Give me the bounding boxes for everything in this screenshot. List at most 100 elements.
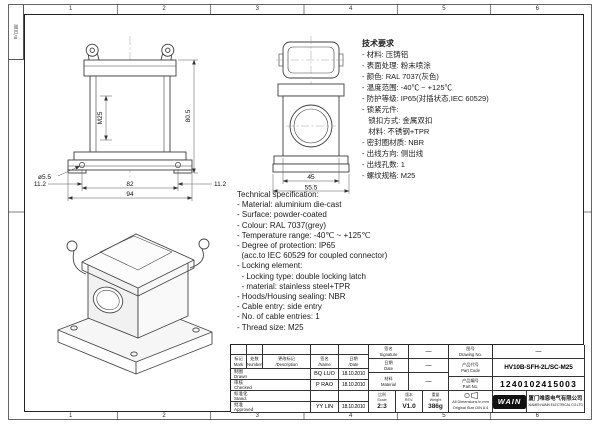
sign-date-standard: [339, 391, 369, 402]
change-cell-empty: [311, 345, 339, 355]
spec-cn-line: - 锁紧元件:: [362, 105, 399, 114]
sign-date-drawn: 18.10.2010: [339, 369, 369, 380]
grid-ref: 3: [255, 6, 259, 12]
sign-name-checked: P RAO: [311, 380, 339, 391]
grid-ref: 2: [162, 413, 166, 419]
company-name-en: XIAMEN WAIN ELECTRICAL CO.LTD: [528, 402, 583, 407]
signature-label: 签名 Signature: [369, 345, 409, 359]
spec-cn-line: 锁扣方式: 金属双扣: [362, 116, 433, 125]
front-view: [67, 36, 193, 180]
change-cell-empty: [231, 345, 247, 355]
spec-en-title: Technical specification:: [237, 190, 319, 199]
grid-ref: 6: [535, 6, 539, 12]
change-cell-empty: [247, 345, 263, 355]
change-cell-empty: [263, 345, 311, 355]
revision-strip: B/日期: [8, 4, 24, 60]
scale-value: 2:3: [377, 402, 387, 410]
grid-ref: 1: [68, 6, 73, 12]
material-value: —: [409, 373, 449, 391]
scale-label: 比例 Scale: [377, 393, 387, 402]
spec-cn-line: - 出线方向: 侧出线: [362, 149, 424, 158]
spec-cn-line: - 温度范围: -40℃ ~ +125℃: [362, 83, 453, 92]
spec-en-line: - material: stainless steel+TPR: [237, 281, 351, 291]
col-header-mark: 标记 Mark: [231, 355, 247, 369]
grid-ref: 4: [348, 6, 353, 12]
dim-edge-right-text: 11.2: [214, 181, 227, 188]
col-header-description: 更改标记 /Description: [263, 355, 311, 369]
title-block: 标记 Mark 处数 Number 更改标记 /Description 签名 /…: [230, 344, 585, 413]
spec-cn-line: 材料: 不锈钢+TPR: [362, 127, 430, 136]
wain-logo: WAIN: [493, 394, 526, 409]
grid-ref: 5: [442, 413, 446, 419]
company-logo-cell: WAIN: [493, 391, 527, 413]
spec-en-line: - Locking element:: [237, 261, 303, 271]
spec-en-line: - Surface: powder-coated: [237, 210, 327, 220]
grid-ref: 6: [535, 413, 539, 419]
sign-role-drawn: 制图 Drawn: [231, 369, 311, 380]
dim-hole-text: ø5.5: [38, 174, 51, 181]
spec-cn-line: - 密封圈材质: NBR: [362, 138, 425, 147]
projection-symbol-icon: [463, 392, 478, 400]
spec-en-line: - Thread size: M25: [237, 322, 304, 332]
sign-date-checked: 18.10.2010: [339, 380, 369, 391]
spec-en-line: (acc.to IEC 60529 for coupled connector): [237, 251, 388, 261]
spec-en-line: - No. of cable entries: 1: [237, 312, 320, 322]
drawing-no-label: 图号 Drawing No.: [449, 345, 493, 359]
spec-cn-line: - 出线孔数: 1: [362, 160, 405, 169]
dim-flange-width-text: 55.5: [305, 185, 318, 192]
scale-cell: 比例 Scale 2:3: [369, 391, 396, 413]
grid-ref: 5: [442, 6, 446, 12]
company-cell: 厦门唯恩电气有限公司 XIAMEN WAIN ELECTRICAL CO.LTD: [527, 391, 585, 413]
spec-english: Technical specification: - Material: alu…: [237, 190, 387, 333]
part-code-value: HV10B-SFH-2L/SC-M25: [493, 359, 585, 377]
sign-role-checked: 审核 Checked: [231, 380, 311, 391]
sign-name-approved: YY LIN: [311, 402, 339, 413]
sign-name-drawn: BQ LUO: [311, 369, 339, 380]
dim-hole-pitch-text: 82: [126, 181, 134, 188]
weight-value: 386g: [428, 402, 443, 410]
frame-ticks: [8, 4, 592, 420]
part-no-value: 1240102415003: [493, 377, 585, 391]
rev-value: V1.0: [402, 402, 416, 410]
spec-cn-title: 技术要求: [362, 39, 394, 48]
signature-value: —: [409, 345, 449, 359]
spec-cn-line: - 表面处理: 粉末喷涂: [362, 61, 431, 70]
dim-overall-width-text: 94: [126, 191, 134, 198]
front-view-dimensions: 80.5 M25 ø5.5 82 94 11.2 11.2: [34, 59, 227, 201]
spec-cn-line: - 颜色: RAL 7037(灰色): [362, 72, 439, 81]
grid-band-top: 1 2 3 4 5 6: [24, 4, 584, 14]
drawing-no-value: —: [493, 345, 585, 359]
spec-en-line: - Material: aluminium die-cast: [237, 200, 342, 210]
spec-en-line: - Hoods/Housing sealing: NBR: [237, 292, 346, 302]
weight-cell: 重量 Weight 386g: [423, 391, 449, 413]
material-label: 材料 Material: [369, 373, 409, 391]
sign-date-approved: 18.10.2010: [339, 402, 369, 413]
part-no-label: 产品编号 Part No.: [449, 377, 493, 391]
sign-role-standard: 标准化 Stand.: [231, 391, 311, 402]
grid-ref: 3: [255, 413, 259, 419]
spec-en-line: - Cable entry: side entry: [237, 302, 322, 312]
change-cell-empty: [339, 345, 369, 355]
dimension-note-text: All Dimensions in mm Original Size DIN A…: [452, 400, 489, 410]
date-label: 日期 Date: [369, 359, 409, 373]
grid-ref: 1: [68, 413, 73, 419]
spec-en-line: - Locking type: double locking latch: [237, 271, 366, 281]
dimension-note: All Dimensions in mm Original Size DIN A…: [449, 391, 493, 413]
grid-band-bottom: 1 2 3 4 5 6: [24, 412, 584, 420]
spec-chinese: 技术要求 - 材料: 压铸铝 - 表面处理: 粉末喷涂 - 颜色: RAL 70…: [362, 38, 489, 181]
col-header-number: 处数 Number: [247, 355, 263, 369]
side-view-dimensions: 45 55.5: [272, 158, 350, 194]
isometric-view: [57, 233, 213, 375]
part-code-label: 产品代号 Part Code: [449, 359, 493, 377]
col-header-date: 日期 /Date: [339, 355, 369, 369]
rev-label: 版本 REV.: [404, 393, 414, 402]
side-view: [272, 83, 350, 173]
spec-cn-line: - 材料: 压铸铝: [362, 50, 409, 59]
weight-label: 重量 Weight: [429, 393, 442, 402]
sign-role-approved: 批准 Approved: [231, 402, 311, 413]
dim-height-text: 80.5: [185, 109, 192, 122]
spec-en-line: - Degree of protection: IP65: [237, 241, 336, 251]
sign-name-standard: [311, 391, 339, 402]
